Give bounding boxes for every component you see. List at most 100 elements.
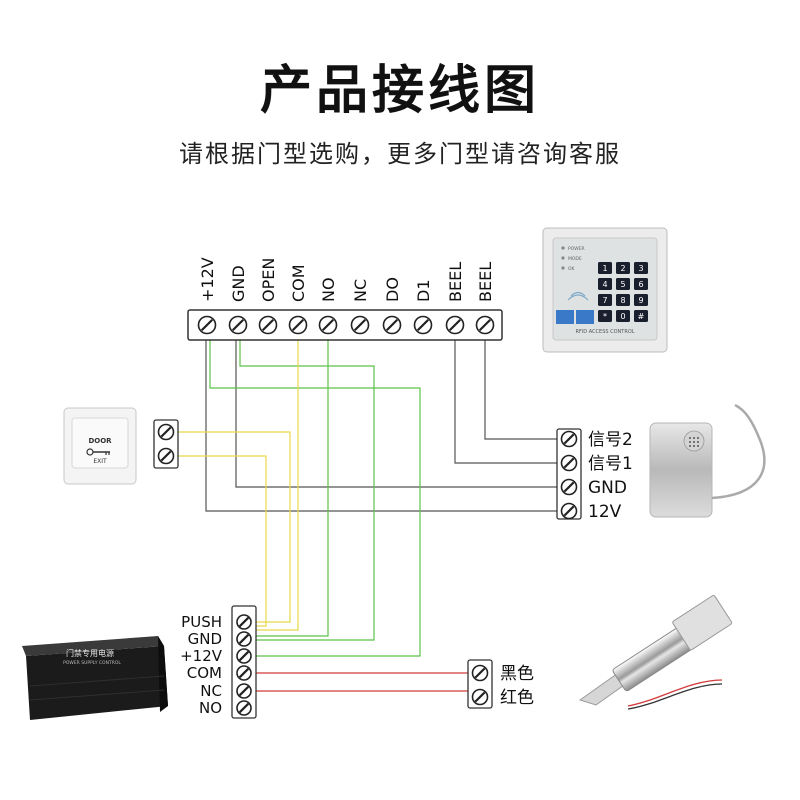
controller-screw-9	[445, 315, 465, 335]
keypad-key-label: 2	[620, 264, 625, 273]
power-supply-subtitle: POWER SUPPLY CONTROL	[63, 660, 121, 666]
controller-screw-2	[228, 315, 248, 335]
keypad-key: 2	[616, 262, 630, 274]
keypad-key-label: 0	[620, 312, 625, 321]
wire-exit-gnd	[178, 455, 267, 627]
power-terminal-screw-6	[236, 700, 252, 716]
power-terminal-label: GND	[188, 630, 222, 648]
keypad-key-label: *	[603, 312, 607, 321]
keypad-key-label: 8	[620, 296, 625, 305]
keypad-key-label: 6	[638, 280, 643, 289]
exit-terminal-screw-1	[157, 423, 175, 441]
wire-no-power	[256, 338, 329, 637]
lock-terminal-label: 黑色	[500, 664, 534, 684]
keypad-key-label: 7	[602, 296, 607, 305]
buzzer-terminal-label: 12V	[588, 502, 622, 522]
keypad-key: 0	[616, 310, 630, 322]
controller-terminal-label: OPEN	[259, 258, 278, 302]
keypad-status-3: OK	[568, 266, 576, 272]
keypad-key: 4	[598, 278, 612, 290]
keypad-key: 5	[616, 278, 630, 290]
page-subtitle: 请根据门型选购，更多门型请咨询客服	[179, 140, 621, 168]
page-title: 产品接线图	[259, 61, 540, 121]
controller-terminal-label: +12V	[198, 257, 217, 302]
buzzer-grille-icon	[683, 430, 705, 452]
controller-terminal-label: BEEL	[476, 262, 495, 302]
controller-screw-3	[258, 315, 278, 335]
power-terminal-screw-2	[236, 631, 252, 647]
keypad-status-leds: POWER MODE OK	[561, 246, 585, 272]
lock-terminal-screw-1	[471, 664, 489, 682]
keypad-blue-badge	[556, 310, 574, 324]
power-terminal-screw-4	[236, 665, 252, 681]
keypad-key-label: 4	[602, 280, 607, 289]
buzzer-device	[649, 403, 766, 518]
keypad-status-1: POWER	[568, 246, 585, 252]
controller-screw-6	[350, 315, 370, 335]
keypad-key: 1	[598, 262, 612, 274]
controller-terminal-label: COM	[289, 264, 308, 302]
power-supply-box: 门禁专用电源 POWER SUPPLY CONTROL	[22, 636, 168, 720]
controller-screw-7	[382, 315, 402, 335]
buzzer-cable	[711, 403, 766, 500]
exit-button-terminal	[153, 419, 179, 469]
exit-terminal-screw-2	[157, 447, 175, 465]
wire-beel-signal2	[484, 338, 562, 440]
buzzer-terminal-label: 信号1	[588, 454, 633, 474]
controller-screws	[197, 315, 495, 335]
exit-button: DOOR EXIT	[63, 407, 137, 485]
buzzer-terminal-screw-3	[560, 478, 578, 496]
controller-screw-8	[413, 315, 433, 335]
keypad-key: 3	[634, 262, 648, 274]
keypad-key-label: 3	[638, 264, 643, 273]
keypad-keys: 1 2 3 4 5 6 7 8 9 * 0 #	[598, 262, 648, 322]
lock-terminal-label: 红色	[500, 688, 534, 708]
exit-button-exit-label: EXIT	[93, 458, 107, 465]
controller-terminal-label: DO	[383, 277, 402, 302]
controller-terminal-label: GND	[229, 265, 248, 302]
lock-wires	[627, 679, 723, 707]
power-terminal-screw-3	[236, 648, 252, 664]
rfid-wave-icon	[567, 291, 589, 301]
keypad-key-label: 9	[638, 296, 643, 305]
power-terminal-label: COM	[187, 664, 222, 682]
power-supply-title: 门禁专用电源	[66, 648, 114, 658]
power-terminal-screw-5	[236, 683, 252, 699]
buzzer-terminal-label: GND	[588, 478, 627, 498]
wire-com-power	[256, 338, 299, 631]
power-terminal-label: NC	[200, 682, 222, 700]
wire-beel-signal1	[454, 338, 562, 464]
controller-screw-1	[197, 315, 217, 335]
keypad-key: *	[598, 310, 612, 322]
buzzer-terminal-screw-1	[560, 430, 578, 448]
buzzer-terminal-screw-2	[560, 454, 578, 472]
keypad-key: 9	[634, 294, 648, 306]
wires	[178, 338, 562, 692]
controller-screw-4	[288, 315, 308, 335]
keypad-key-label: #	[638, 312, 645, 321]
keypad-key-label: 5	[620, 280, 625, 289]
controller-screw-10	[475, 315, 495, 335]
wire-12v-buzzer	[205, 338, 562, 512]
controller-screw-5	[318, 315, 338, 335]
wire-gnd-power	[239, 338, 375, 641]
keypad-key: 8	[616, 294, 630, 306]
electric-bolt-lock	[578, 595, 733, 710]
rfid-keypad: POWER MODE OK 1 2 3 4 5 6 7 8 9 * 0 # RFID ACCESS C…	[542, 227, 668, 353]
keypad-key-label: 1	[602, 264, 607, 273]
power-terminal-label: +12V	[180, 647, 223, 665]
keypad-footer: RFID ACCESS CONTROL	[575, 329, 634, 335]
exit-button-door-label: DOOR	[88, 437, 112, 445]
power-terminal-label: NO	[199, 699, 222, 717]
controller-terminal-label: D1	[414, 280, 433, 303]
power-terminal-screw-1	[236, 614, 252, 630]
key-icon	[86, 448, 110, 456]
power-terminal-label: PUSH	[181, 613, 222, 631]
buzzer-terminal-label: 信号2	[588, 430, 633, 450]
keypad-bell-badge	[576, 310, 594, 324]
